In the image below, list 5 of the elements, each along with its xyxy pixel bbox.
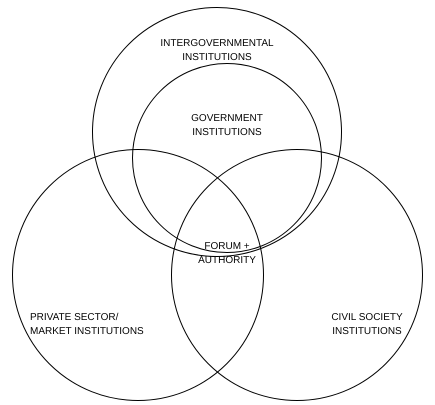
circle-label: INTERGOVERNMENTAL INSTITUTIONS xyxy=(159,37,275,65)
overlap-label: FORUM + AUTHORITY xyxy=(197,240,257,268)
circle-label: PRIVATE SECTOR/ MARKET INSTITUTIONS xyxy=(30,311,145,339)
circle-label: GOVERNMENT INSTITUTIONS xyxy=(190,112,264,140)
circle-label: CIVIL SOCIETY INSTITUTIONS xyxy=(331,311,403,339)
